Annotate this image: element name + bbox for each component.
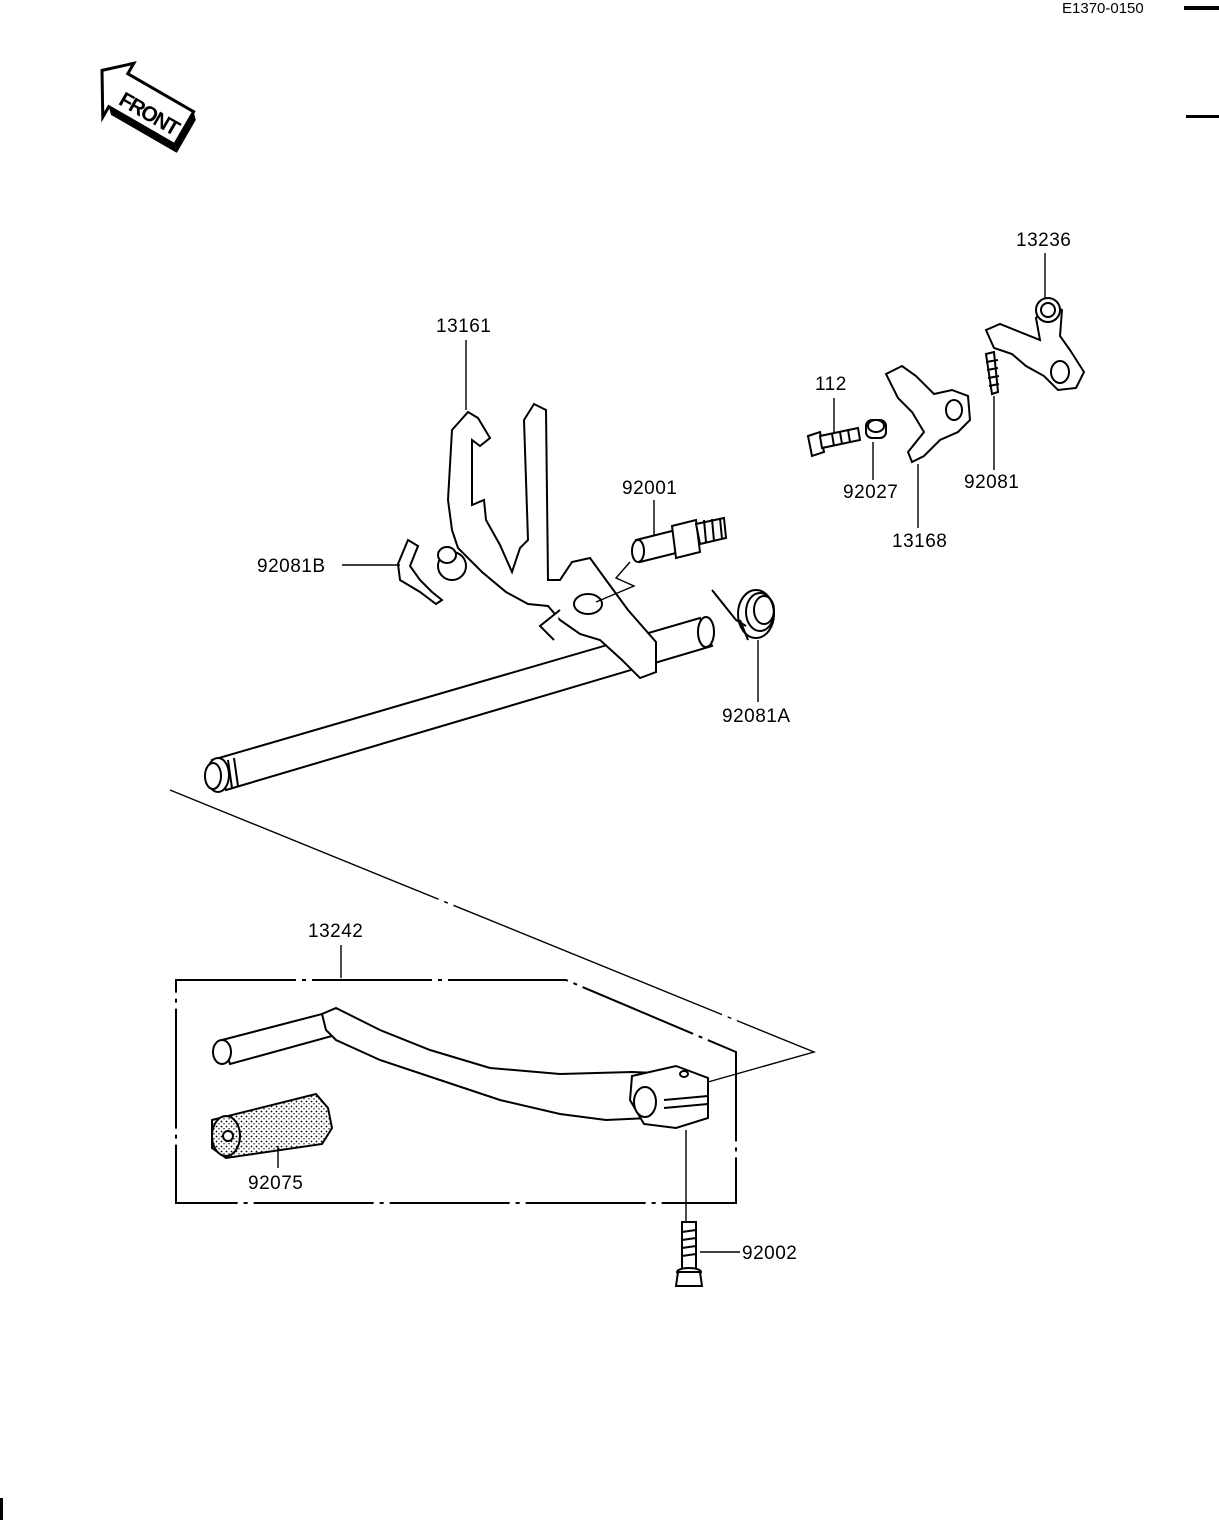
part-label-92001: 92001 [622, 478, 678, 499]
part-label-92081b: 92081B [257, 556, 326, 577]
pedal-assembly-outline [175, 979, 737, 1204]
shift-shaft [204, 616, 715, 793]
shift-pedal [212, 1006, 709, 1130]
bolt-112 [806, 426, 862, 458]
part-label-13168: 13168 [892, 531, 948, 552]
plate-13236 [984, 297, 1086, 392]
part-label-92081: 92081 [964, 472, 1020, 493]
edge-marks [0, 6, 1219, 1520]
spring-92081 [984, 350, 1000, 396]
leader-lines [277, 253, 1046, 1253]
part-label-92075: 92075 [248, 1173, 304, 1194]
collar [865, 419, 887, 439]
spring-92081b [396, 538, 444, 606]
part-label-92002: 92002 [742, 1243, 798, 1264]
lever-13168 [884, 364, 972, 464]
torsion-spring [711, 589, 775, 641]
part-label-13161: 13161 [436, 316, 492, 337]
front-arrow-icon: FRONT [100, 61, 196, 153]
stud-bolt [631, 516, 728, 564]
part-label-92081a: 92081A [722, 706, 791, 727]
rubber-grip [211, 1092, 334, 1160]
pedal-bolt [674, 1221, 704, 1287]
part-label-13236: 13236 [1016, 230, 1072, 251]
reference-lines [169, 561, 817, 1083]
shift-arm [437, 402, 657, 680]
part-label-13242: 13242 [308, 921, 364, 942]
part-label-92027: 92027 [843, 482, 899, 503]
document-code: E1370-0150 [1062, 0, 1144, 17]
part-label-112: 112 [815, 374, 847, 395]
